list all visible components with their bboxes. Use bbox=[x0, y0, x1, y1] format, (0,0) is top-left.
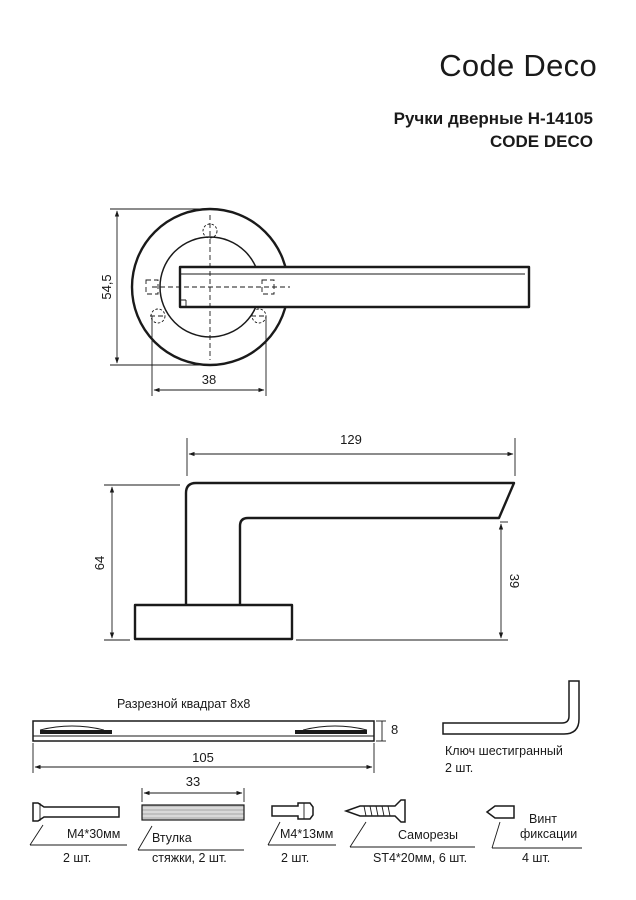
screw-m4-13-icon bbox=[271, 802, 314, 820]
length-dimension: 129 bbox=[340, 432, 362, 447]
spindle-length-dimension: 105 bbox=[192, 750, 214, 765]
height-dimension: 64 bbox=[92, 556, 107, 570]
hex-key-icon bbox=[442, 680, 580, 735]
part-4-name: Саморезы bbox=[398, 828, 458, 842]
part-5-qty: 4 шт. bbox=[522, 851, 550, 865]
top-view: 54,5 38 bbox=[99, 207, 531, 396]
top-height-dimension: 54,5 bbox=[99, 274, 114, 299]
page-subtitle: CODE DECO bbox=[490, 132, 593, 151]
self-tapping-screw-icon bbox=[343, 799, 406, 823]
side-view: 129 64 39 bbox=[92, 432, 522, 641]
part-self-tapping-screw: Саморезы ST4*20мм, 6 шт. bbox=[343, 799, 475, 865]
part-sleeve: 33 Втулка стяжки, 2 шт. bbox=[137, 774, 245, 865]
spindle-width-dimension: 8 bbox=[391, 722, 398, 737]
spindle-square bbox=[145, 279, 159, 295]
fixing-screw-icon bbox=[485, 805, 515, 819]
part-5-name: Винт bbox=[529, 812, 557, 826]
part-3-qty: 2 шт. bbox=[281, 851, 309, 865]
hex-key-drawing: Ключ шестигранный 2 шт. bbox=[442, 680, 580, 775]
hex-key-qty: 2 шт. bbox=[445, 761, 473, 775]
part-5-name-2: фиксации bbox=[520, 827, 577, 841]
part-1-qty: 2 шт. bbox=[63, 851, 91, 865]
spindle-bar bbox=[32, 720, 375, 742]
part-2-qty: стяжки, 2 шт. bbox=[152, 851, 227, 865]
screw-m4-30-icon bbox=[32, 802, 120, 822]
page-title: Ручки дверные H-14105 bbox=[394, 109, 593, 128]
sleeve-length-dimension: 33 bbox=[186, 774, 200, 789]
spindle-drawing: Разрезной квадрат 8х8 8 105 bbox=[32, 697, 398, 773]
spindle-square-right bbox=[261, 279, 275, 295]
hole-spacing-dimension: 38 bbox=[202, 372, 216, 387]
part-screw-m4-30: М4*30мм 2 шт. bbox=[29, 802, 127, 865]
brand-logo: Code Deco bbox=[439, 48, 597, 83]
screw-hole-top bbox=[202, 223, 218, 239]
part-4-spec: ST4*20мм, 6 шт. bbox=[373, 851, 467, 865]
hex-key-label: Ключ шестигранный bbox=[445, 744, 563, 758]
part-fixing-screw: Винт фиксации 4 шт. bbox=[485, 805, 582, 865]
sleeve-icon bbox=[141, 804, 245, 821]
part-1-spec: М4*30мм bbox=[67, 827, 120, 841]
spindle-slot-right bbox=[295, 730, 367, 734]
spindle-slot-left bbox=[40, 730, 112, 734]
lever-profile bbox=[184, 481, 516, 605]
lever-height-dimension: 39 bbox=[507, 574, 522, 588]
rosette-base bbox=[133, 603, 294, 641]
part-2-name: Втулка bbox=[152, 831, 192, 845]
spindle-label: Разрезной квадрат 8х8 bbox=[117, 697, 250, 711]
part-screw-m4-13: М4*13мм 2 шт. bbox=[267, 802, 336, 865]
part-3-spec: М4*13мм bbox=[280, 827, 333, 841]
